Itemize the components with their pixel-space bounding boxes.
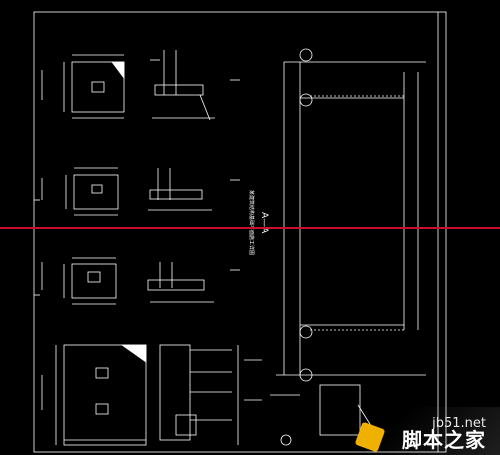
crosshair-line <box>0 227 500 229</box>
beam-section-detail <box>159 344 262 445</box>
watermark-site: jb51.net <box>432 416 486 431</box>
section-label: A—A <box>259 212 269 234</box>
foundation-detail-2 <box>65 167 212 216</box>
watermark-name: 脚本之家 <box>402 428 486 452</box>
section-a-a-plan <box>270 48 426 446</box>
pile-cap-detail <box>55 344 147 446</box>
drawing-border <box>33 11 447 453</box>
foundation-detail-1 <box>63 50 215 121</box>
vertical-title: 某建筑结构基础平面施工详图 <box>248 190 255 255</box>
foundation-detail-3 <box>63 257 214 305</box>
dimension-marks <box>41 70 240 410</box>
watermark: jb51.net 脚本之家 <box>350 403 500 455</box>
